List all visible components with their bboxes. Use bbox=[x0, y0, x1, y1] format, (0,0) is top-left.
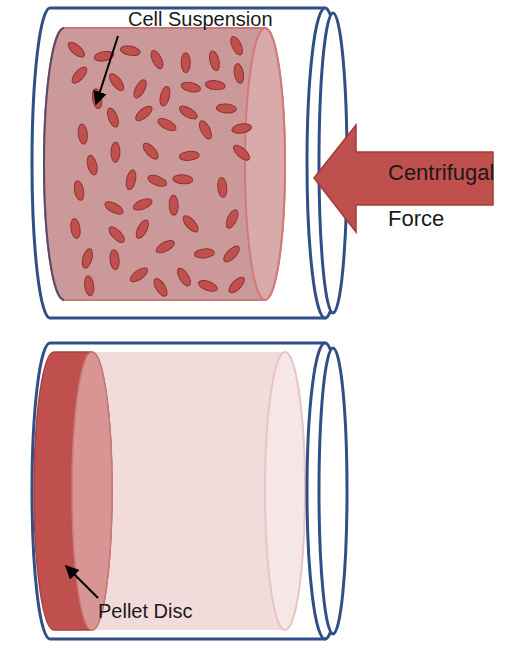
tube-body bbox=[32, 343, 343, 639]
cell bbox=[173, 174, 194, 184]
cell bbox=[69, 65, 89, 86]
cell bbox=[156, 116, 178, 133]
cell bbox=[77, 124, 88, 145]
cell bbox=[83, 275, 95, 296]
cell bbox=[231, 122, 252, 134]
leader-line bbox=[96, 36, 118, 104]
cell bbox=[194, 248, 215, 259]
cell bbox=[169, 195, 179, 215]
cell bbox=[105, 107, 120, 129]
leader-line bbox=[66, 566, 98, 598]
cell bbox=[80, 248, 94, 270]
cell bbox=[177, 104, 199, 122]
cell bbox=[180, 81, 201, 94]
cell bbox=[109, 249, 120, 270]
cell bbox=[146, 173, 168, 189]
cell bbox=[103, 199, 125, 216]
cell bbox=[179, 150, 200, 161]
cell bbox=[226, 275, 246, 296]
cell bbox=[233, 63, 245, 84]
tube-rim-inner bbox=[319, 348, 347, 634]
cell bbox=[197, 278, 219, 293]
pellet-disc bbox=[34, 352, 112, 630]
cell bbox=[224, 208, 241, 230]
cell bbox=[120, 44, 141, 57]
cell bbox=[131, 78, 148, 100]
cell bbox=[132, 196, 154, 212]
suspension-left-face bbox=[44, 28, 64, 300]
cell bbox=[66, 40, 87, 60]
part-label: Cell Suspension bbox=[128, 6, 328, 32]
cell bbox=[217, 177, 228, 198]
cell bbox=[134, 218, 151, 240]
cell bbox=[133, 104, 154, 124]
pellet-face bbox=[72, 352, 112, 630]
cell bbox=[151, 277, 169, 299]
cell bbox=[141, 141, 161, 162]
cells bbox=[66, 35, 252, 299]
cell bbox=[175, 266, 193, 288]
cell bbox=[128, 265, 150, 284]
cell bbox=[231, 143, 252, 163]
cell bbox=[221, 244, 241, 265]
supernatant-right-face bbox=[265, 352, 305, 630]
cell bbox=[181, 213, 201, 234]
cell bbox=[125, 169, 138, 190]
cell bbox=[216, 103, 237, 114]
cell bbox=[181, 53, 190, 73]
cell bbox=[107, 71, 126, 92]
cell bbox=[208, 50, 222, 72]
cell bbox=[228, 35, 245, 57]
supernatant-liquid bbox=[92, 352, 305, 630]
cell bbox=[154, 238, 176, 255]
cell bbox=[107, 224, 127, 245]
cell bbox=[158, 86, 171, 108]
tube-body bbox=[32, 8, 343, 318]
cell bbox=[73, 180, 86, 201]
cell bbox=[149, 49, 166, 71]
cell bbox=[69, 218, 81, 239]
cell bbox=[205, 80, 226, 91]
suspension-right-face bbox=[245, 28, 285, 300]
cell bbox=[111, 142, 120, 162]
force-label: Centrifugal Force bbox=[388, 150, 512, 242]
part-label: Pellet Disc bbox=[98, 598, 248, 624]
cell bbox=[85, 154, 99, 176]
cell bbox=[197, 119, 214, 141]
cell-suspension-liquid bbox=[44, 28, 285, 300]
